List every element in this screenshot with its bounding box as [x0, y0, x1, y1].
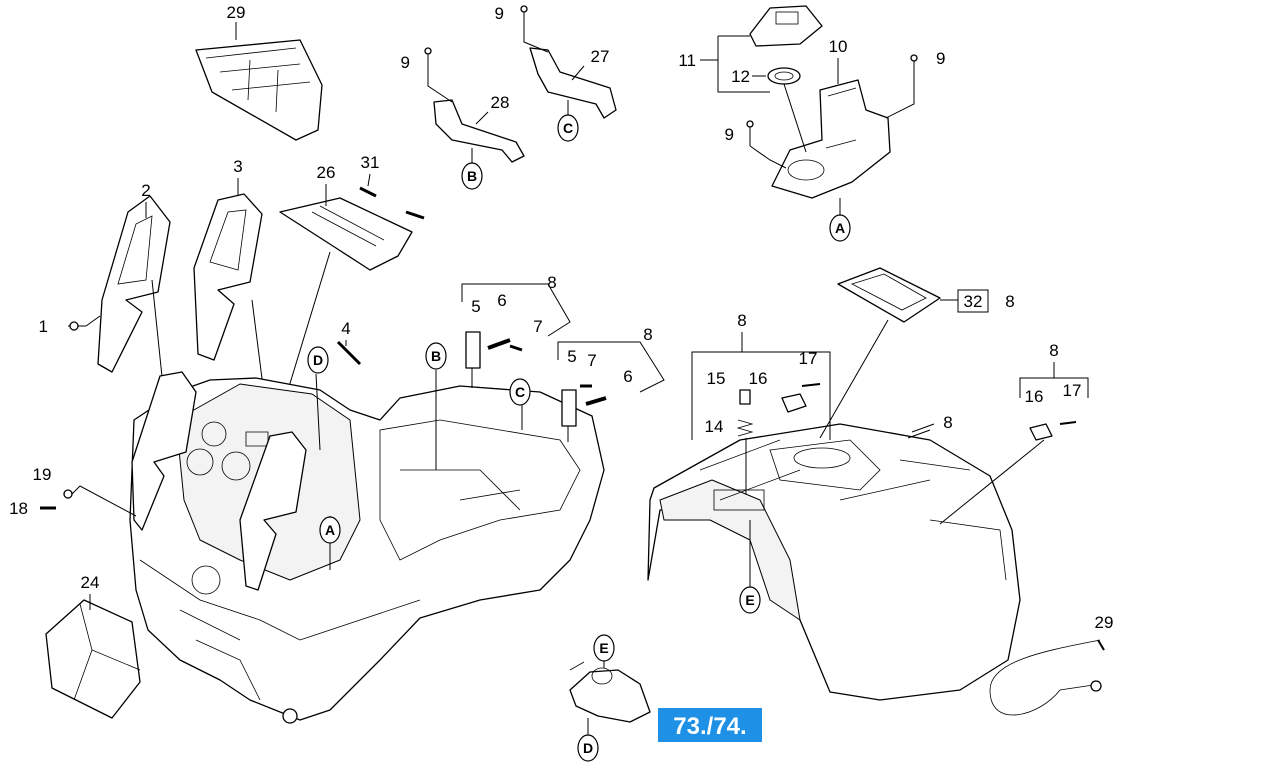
svg-text:E: E	[745, 592, 754, 608]
callout-9-c: 9	[936, 49, 945, 68]
callout-7-b: 7	[587, 351, 596, 370]
part-16-clamp-b	[1029, 423, 1053, 441]
callout-8-d: 8	[737, 311, 746, 330]
part-16-clamp-a	[781, 393, 807, 413]
part-31-cable	[989, 639, 1105, 716]
base-handle-left	[131, 371, 197, 531]
callout-9-b: 9	[401, 53, 410, 72]
part-15-bolt	[739, 389, 751, 405]
svg-text:E: E	[599, 640, 608, 656]
base-handle-right	[239, 431, 307, 591]
callout-24: 24	[81, 573, 100, 592]
callout-25: 26	[317, 163, 336, 182]
callout-8-f: 8	[1049, 341, 1058, 360]
ref-d-base: D	[307, 346, 329, 374]
callout-2: 2	[141, 181, 150, 200]
callout-7-a: 7	[533, 317, 542, 336]
callout-9-d: 9	[725, 125, 734, 144]
callout-17-a: 17	[799, 349, 818, 368]
part-26-bracket	[529, 47, 617, 119]
ref-b-top: B	[461, 162, 483, 190]
callout-11: 11	[678, 51, 696, 70]
part-17-pin-a	[801, 383, 821, 387]
link-73-74-button[interactable]	[658, 708, 762, 742]
ref-c-top: C	[557, 114, 579, 142]
part-lever-assembly	[569, 661, 651, 723]
callout-31: 29	[1095, 613, 1114, 632]
callout-9-a: 9	[495, 4, 504, 23]
callout-14: 14	[705, 417, 724, 436]
callout-12: 12	[731, 67, 750, 86]
callout-29: 29	[227, 3, 246, 22]
svg-text:B: B	[431, 348, 441, 364]
part-6-pin-b	[585, 396, 607, 406]
callout-26: 27	[591, 47, 610, 66]
callout-3: 3	[233, 157, 242, 176]
ref-a-base: A	[319, 516, 341, 544]
callout-5-b: 5	[567, 347, 576, 366]
callout-8-a: 8	[547, 273, 556, 292]
svg-text:D: D	[313, 352, 323, 368]
ref-b-base: B	[425, 342, 447, 370]
part-24-bracket-box	[45, 599, 141, 719]
ref-c-base: C	[509, 378, 531, 406]
ref-a-top: A	[829, 214, 851, 242]
svg-text:D: D	[583, 740, 593, 756]
callout-17-b: 17	[1063, 381, 1082, 400]
callout-4: 4	[341, 319, 350, 338]
callout-28: 31	[361, 153, 380, 172]
callout-15: 15	[707, 369, 726, 388]
callout-5-a: 5	[471, 297, 480, 316]
part-10-housing	[771, 79, 891, 199]
svg-text:A: A	[835, 220, 845, 236]
ref-d-lever: D	[577, 734, 599, 762]
ref-e-lever: E	[593, 634, 615, 662]
callout-8-b: 8	[643, 325, 652, 344]
callout-16-a: 16	[749, 369, 768, 388]
callout-6-a: 6	[497, 291, 506, 310]
part-28-screws	[359, 186, 425, 220]
callout-16-b: 16	[1025, 387, 1044, 406]
part-11-cap	[749, 5, 823, 47]
part-27-bracket	[433, 99, 525, 163]
callout-32: 32	[964, 292, 983, 311]
callout-1: 1	[39, 317, 48, 336]
callout-18: 18	[9, 499, 28, 518]
ref-e-hood: E	[739, 586, 761, 614]
callout-19: 19	[33, 465, 52, 484]
part-3-handle	[193, 193, 263, 361]
callout-6-b: 6	[623, 367, 632, 386]
svg-text:C: C	[515, 384, 525, 400]
part-7-screw-a	[509, 344, 523, 352]
callout-8-e: 8	[1005, 292, 1014, 311]
part-29-tray	[195, 39, 323, 141]
part-12-ring	[767, 67, 801, 85]
part-17-pin-b	[1059, 421, 1077, 425]
part-5-latch-a	[465, 331, 481, 369]
part-5-latch-b	[561, 389, 577, 427]
part-6-pin-a	[487, 338, 511, 350]
part-14-spring	[736, 419, 754, 437]
part-25-cover	[279, 197, 413, 271]
svg-text:A: A	[325, 522, 335, 538]
svg-text:C: C	[563, 120, 573, 136]
part-2-handle	[97, 195, 171, 373]
part-base-chassis	[129, 377, 605, 724]
callout-27: 28	[491, 93, 510, 112]
callout-10: 10	[829, 37, 848, 56]
svg-text:B: B	[467, 168, 477, 184]
callout-8-c: 8	[943, 413, 952, 432]
part-32-frame	[837, 267, 941, 323]
link-73-74-label: 73./74.	[673, 713, 746, 740]
part-hood-cover	[647, 423, 1021, 701]
